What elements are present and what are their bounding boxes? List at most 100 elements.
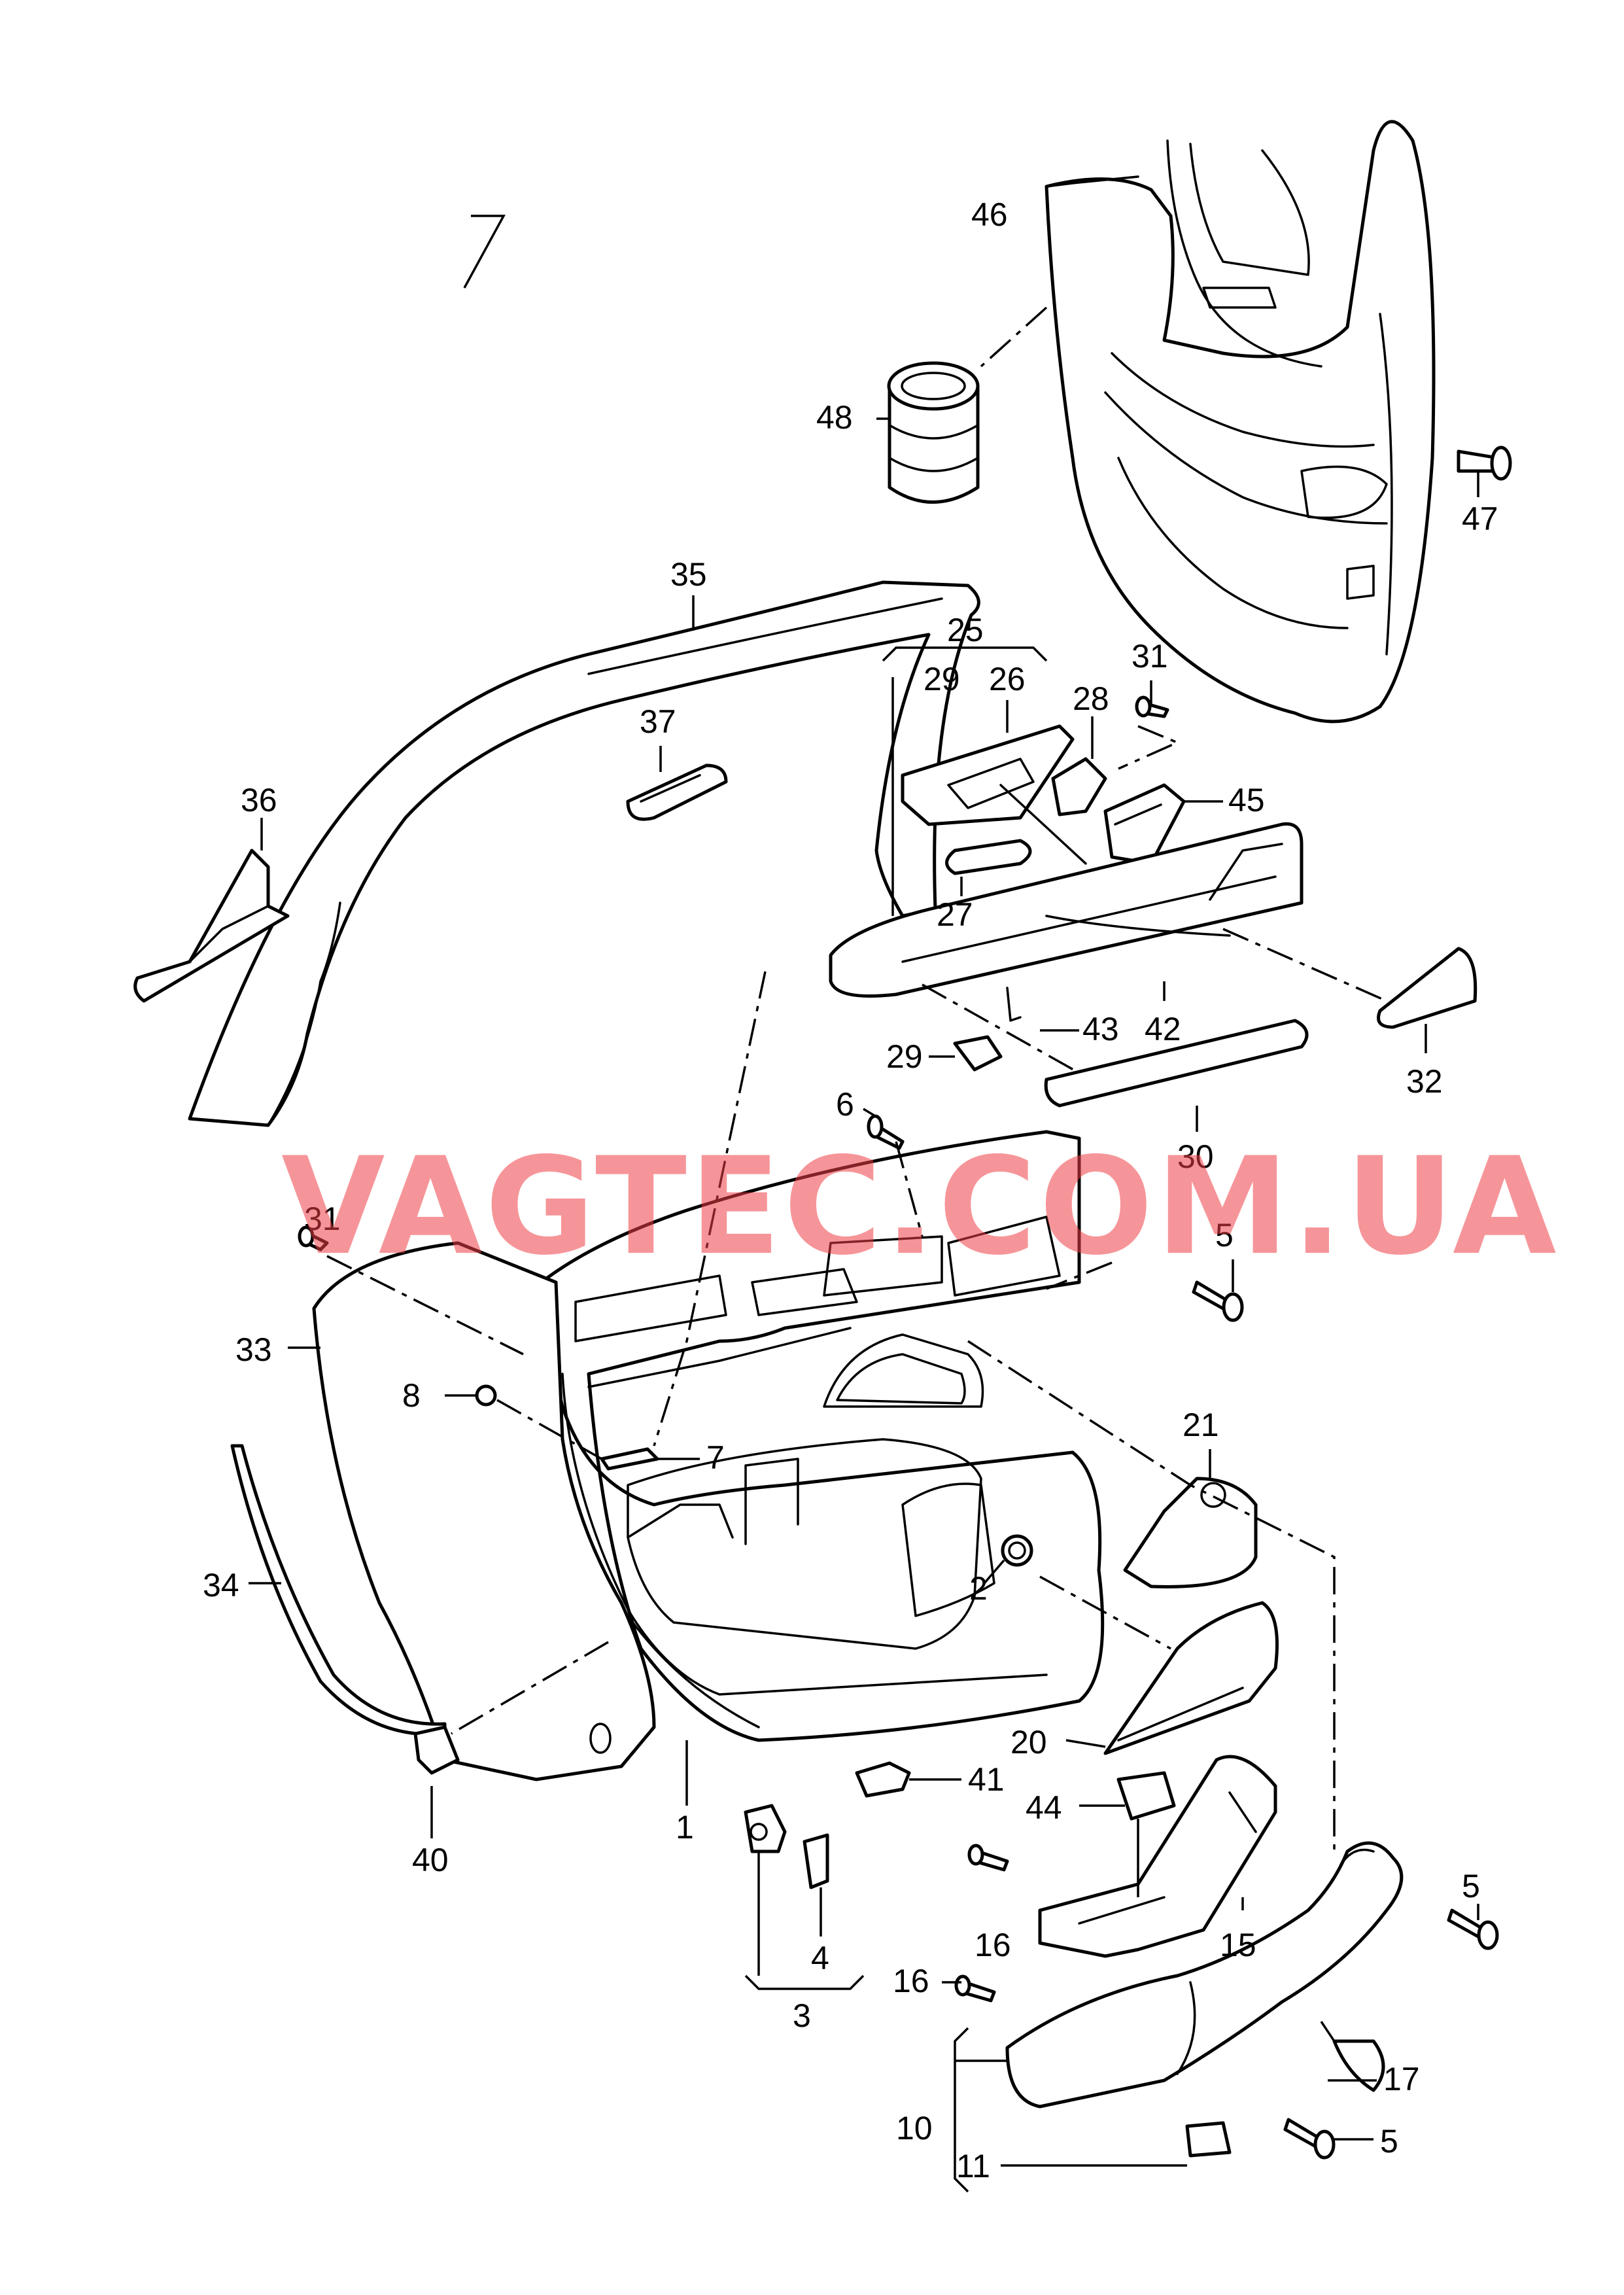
callout-7: 7 xyxy=(706,1439,725,1476)
part-17-end-cap xyxy=(1332,2039,1385,2092)
callout-15: 15 xyxy=(1220,1927,1256,1963)
part-10-armrest xyxy=(1005,1841,1404,2109)
part-1-door-trim-panel xyxy=(531,1130,1105,1742)
part-16-screw-b xyxy=(954,1974,996,2003)
part-5-screw-a xyxy=(1192,1280,1244,1322)
part-15-switch-bracket xyxy=(1038,1755,1277,1958)
brace-10 xyxy=(954,2027,969,2193)
callout-31a: 31 xyxy=(1132,638,1168,674)
part-42-trim-strip xyxy=(829,822,1304,998)
part-31-screw-a xyxy=(1135,695,1169,718)
dash-8 xyxy=(496,1399,602,1460)
callout-25: 25 xyxy=(947,612,984,648)
part-45-switch-carrier xyxy=(1103,783,1186,866)
part-28-clip xyxy=(1051,757,1107,816)
callout-6: 6 xyxy=(836,1086,854,1123)
callout-10: 10 xyxy=(896,2110,933,2146)
callout-43: 43 xyxy=(1082,1011,1119,1047)
part-5-screw-c xyxy=(1283,2118,1336,2160)
leader-17b xyxy=(1320,2021,1336,2042)
part-43-seal xyxy=(1006,987,1022,1022)
part-5-screw-b xyxy=(1447,1908,1499,1950)
dash-5 xyxy=(1046,1261,1113,1290)
callout-2: 2 xyxy=(969,1570,988,1607)
callout-36: 36 xyxy=(241,782,277,818)
leader-46 xyxy=(463,215,506,289)
callout-30: 30 xyxy=(1177,1138,1214,1175)
dash-33 xyxy=(326,1255,524,1356)
leader-6 xyxy=(863,1108,880,1120)
brace-3 xyxy=(744,1974,865,1990)
part-35-window-frame-trim xyxy=(188,580,980,1127)
part-40-cap xyxy=(413,1725,460,1775)
connector-26 xyxy=(999,784,1087,865)
callout-11: 11 xyxy=(956,2148,990,2184)
part-36-corner-trim xyxy=(133,849,290,1003)
part-20-pad xyxy=(1103,1601,1279,1755)
part-37-small-bracket xyxy=(626,763,728,821)
callout-29b: 29 xyxy=(886,1038,923,1075)
leader-48 xyxy=(980,306,1048,368)
part-29-clip xyxy=(953,1035,1003,1072)
callout-5b: 5 xyxy=(1462,1868,1480,1904)
callout-8: 8 xyxy=(402,1377,421,1414)
dash-20 xyxy=(1039,1575,1171,1650)
leader-3-4 xyxy=(757,1851,822,1976)
leader-20 xyxy=(1065,1739,1106,1748)
part-33-insulation-panel xyxy=(312,1241,656,1781)
callout-16a: 16 xyxy=(975,1927,1011,1963)
part-32-cap xyxy=(1377,947,1477,1029)
part-26-handle-bezel xyxy=(901,724,1075,826)
callout-28: 28 xyxy=(1073,680,1109,717)
dash-21 xyxy=(967,1340,1336,1851)
part-44-switch xyxy=(1116,1771,1176,1821)
callout-48: 48 xyxy=(816,399,853,436)
callout-1: 1 xyxy=(676,1809,694,1846)
dash-31 xyxy=(1118,725,1181,770)
leader-2 xyxy=(983,1559,1005,1585)
callout-20: 20 xyxy=(1011,1724,1047,1761)
dash-6 xyxy=(895,1141,924,1237)
dash-40 xyxy=(451,1641,609,1735)
callout-17: 17 xyxy=(1383,2061,1420,2097)
part-8-nut xyxy=(475,1384,497,1407)
part-30-trim xyxy=(1044,1019,1309,1108)
part-3-fastener xyxy=(744,1804,787,1853)
callout-46: 46 xyxy=(971,196,1008,233)
part-27-switch-trim xyxy=(945,839,1032,875)
part-46-door-trim-assembly xyxy=(1045,120,1436,724)
part-47-screw xyxy=(1457,446,1512,481)
callout-4: 4 xyxy=(811,1940,829,1976)
callout-26: 26 xyxy=(989,661,1026,697)
part-48-cup-holder-insert xyxy=(887,361,980,504)
callout-41: 41 xyxy=(968,1761,1005,1798)
part-16-screw-a xyxy=(967,1844,1009,1872)
brace-25 xyxy=(882,646,1048,662)
part-21-armrest-trim xyxy=(1123,1477,1258,1588)
callout-47: 47 xyxy=(1462,500,1498,537)
callout-33: 33 xyxy=(235,1331,272,1368)
part-7-clip xyxy=(600,1447,659,1471)
callout-27: 27 xyxy=(937,896,973,933)
callout-40: 40 xyxy=(412,1842,449,1878)
callout-5a: 5 xyxy=(1215,1217,1234,1253)
callout-29a: 29 xyxy=(924,661,960,697)
part-11-switch xyxy=(1185,2121,1232,2158)
callout-32: 32 xyxy=(1406,1063,1443,1100)
callout-3: 3 xyxy=(793,1997,811,2034)
dash-29 xyxy=(653,971,767,1446)
callout-31b: 31 xyxy=(304,1200,341,1237)
callout-16b: 16 xyxy=(893,1963,929,1999)
callout-37: 37 xyxy=(640,703,676,740)
callout-21: 21 xyxy=(1183,1407,1219,1443)
part-4-clip xyxy=(803,1833,829,1889)
callout-35: 35 xyxy=(670,556,707,593)
dash-32 xyxy=(1222,928,1387,1002)
callout-45: 45 xyxy=(1228,782,1265,818)
dash-30 xyxy=(922,983,1080,1074)
callout-44: 44 xyxy=(1026,1789,1062,1826)
part-2-knob xyxy=(1001,1534,1033,1567)
part-41-clip xyxy=(855,1761,911,1798)
callout-42: 42 xyxy=(1145,1011,1181,1047)
